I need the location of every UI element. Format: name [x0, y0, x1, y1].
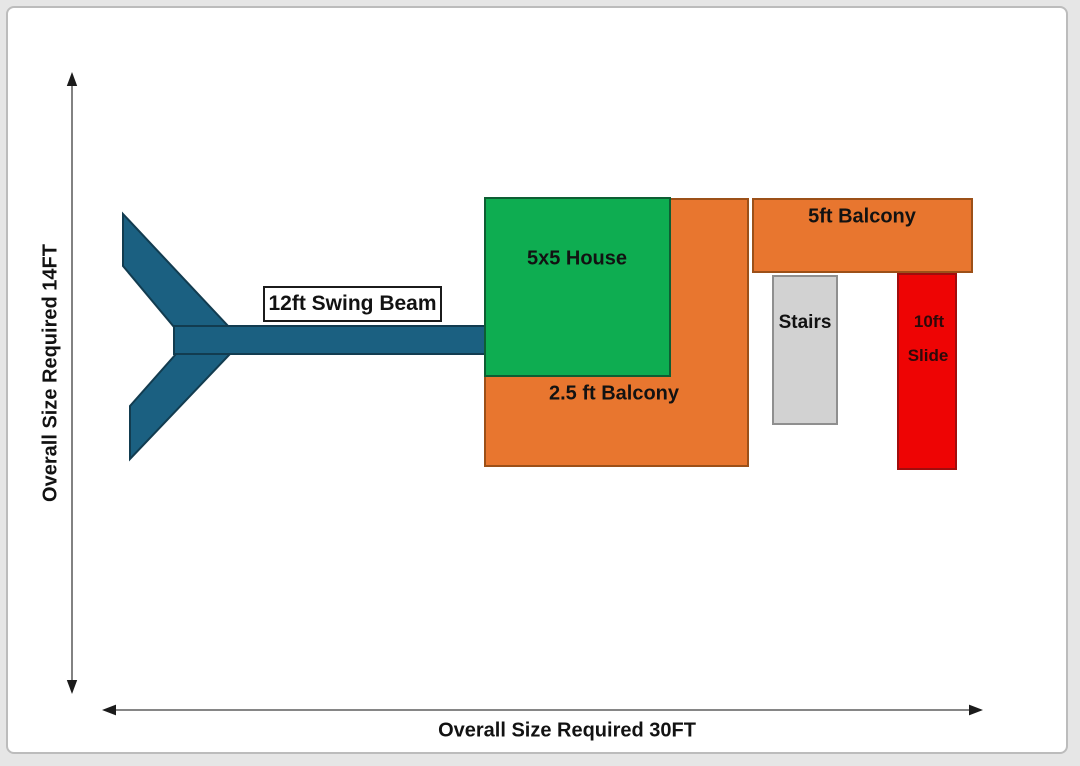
stairs-label: Stairs	[778, 312, 832, 333]
slide-label-line1: 10ft	[913, 312, 945, 331]
horizontal-dimension-label: Overall Size Required 30FT	[438, 719, 696, 742]
swing-beam-label-box: 12ft Swing Beam	[263, 286, 442, 322]
house-label: 5x5 House	[526, 247, 628, 270]
slide-shape	[897, 273, 957, 470]
swing-beam-label: 12ft Swing Beam	[268, 292, 437, 315]
vertical-dimension-label: Overall Size Required 14FT	[39, 244, 62, 502]
house-shape	[484, 197, 671, 377]
lower-balcony-label: 2.5 ft Balcony	[548, 382, 680, 405]
stairs-shape	[772, 275, 838, 425]
slide-label-line2: Slide	[907, 346, 949, 365]
upper-balcony-label: 5ft Balcony	[808, 205, 916, 228]
upper-balcony-shape	[752, 198, 973, 273]
